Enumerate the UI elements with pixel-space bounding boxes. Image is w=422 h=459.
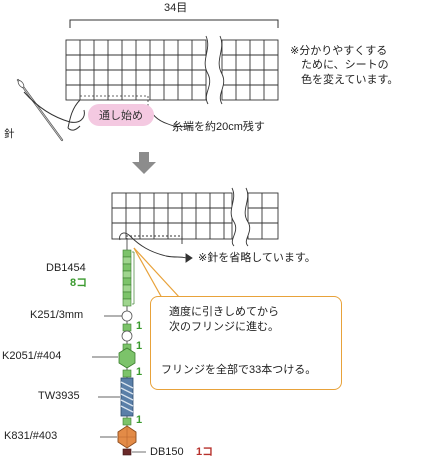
needle-label: 針: [4, 128, 15, 140]
tail-note: 糸端を約20cm残す: [172, 121, 265, 133]
top-bracket: [69, 19, 279, 28]
stitch-count-label: 34目: [164, 2, 188, 14]
callout-line2: フリンジを全部で33本つける。: [161, 364, 317, 376]
start-pill: 通し始め: [88, 104, 154, 126]
bead-label-db150: DB150: [150, 446, 184, 458]
bottom-break-mark: [230, 187, 251, 247]
bead-count-db150: 1コ: [196, 446, 214, 458]
callout-line1: 適度に引きしめてから 次のフリンジに進む。: [169, 306, 279, 333]
bead-db150: [122, 448, 132, 456]
down-arrow-icon: [132, 152, 156, 174]
bead-count-k251-2: 1: [136, 340, 143, 352]
bottom-thread: [119, 232, 193, 263]
bead-count-tw3935: 1: [136, 414, 143, 426]
bead-k2051: [118, 347, 136, 369]
bead-count-k2051: 1: [136, 366, 143, 378]
bead-label-k831: K831/#403: [4, 430, 58, 442]
needle-omitted-note: ※針を省略しています。: [198, 252, 316, 264]
bead-label-k251: K251/3mm: [30, 309, 84, 321]
start-label: 通し始め: [99, 110, 143, 122]
callout-pointer: [133, 247, 181, 299]
instruction-callout: 適度に引きしめてから 次のフリンジに進む。 フリンジを全部で33本つける。: [150, 296, 342, 390]
bottom-grid: [111, 192, 279, 240]
bead-label-k2051: K2051/#404: [2, 350, 62, 362]
bead-label-db1454: DB1454: [46, 262, 86, 274]
bead-count-db1454: 8コ: [70, 277, 88, 289]
bead-strand: [92, 238, 146, 456]
bead-db1454: [122, 249, 132, 307]
bead-count-k251: 1: [136, 320, 143, 332]
top-break-mark: [204, 35, 225, 105]
bead-tw3935: [120, 377, 134, 417]
bracket-lines: [132, 251, 135, 305]
side-note: ※分かりやすくする ために、シートの 色を変えています。: [290, 45, 399, 86]
needle-icon: [16, 78, 85, 142]
bead-label-tw3935: TW3935: [38, 390, 80, 402]
top-grid: [65, 39, 279, 101]
bead-k251: [121, 310, 133, 322]
